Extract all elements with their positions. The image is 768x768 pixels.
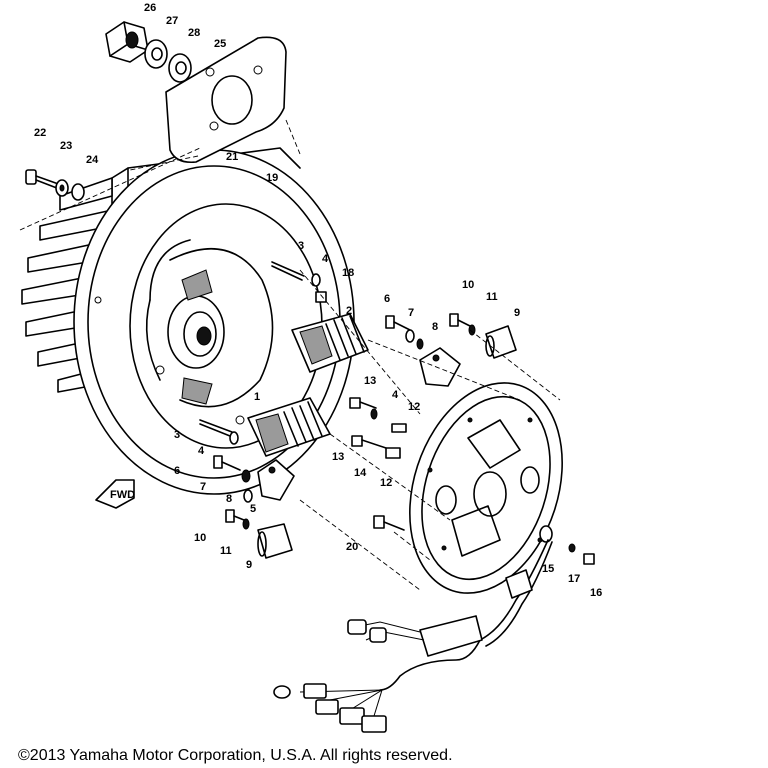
callout-12-upper: 12 [408, 401, 420, 413]
washer-24 [71, 183, 85, 201]
callout-7-lower: 7 [200, 481, 206, 493]
callout-3-lower: 3 [174, 429, 180, 441]
callout-18: 18 [342, 267, 354, 279]
callout-4-lower: 4 [198, 445, 205, 457]
callout-25: 25 [214, 38, 226, 50]
callout-5: 5 [250, 503, 256, 515]
callout-6-upper: 6 [384, 293, 390, 305]
breaker-right [419, 347, 461, 387]
front-marker-text: FWD [110, 489, 135, 501]
lock-washer [168, 53, 192, 83]
callout-3-upper: 3 [298, 240, 304, 252]
callout-21: 21 [226, 151, 238, 163]
callout-labels: 26 27 28 25 22 23 24 21 19 3 4 18 2 6 7 … [34, 2, 602, 599]
cover-plate [165, 36, 287, 164]
callout-12-lower: 12 [380, 477, 392, 489]
callout-1: 1 [254, 391, 260, 403]
callout-16: 16 [590, 587, 602, 599]
callout-10-lower: 10 [194, 532, 206, 544]
breaker-left [257, 459, 295, 501]
callout-17: 17 [568, 573, 580, 585]
callout-4-middle: 4 [392, 389, 399, 401]
callout-8-lower: 8 [226, 493, 232, 505]
washer-23 [55, 179, 69, 197]
callout-9-lower: 9 [246, 559, 252, 571]
callout-11-upper: 11 [486, 291, 498, 303]
callout-14: 14 [354, 467, 367, 479]
condenser-left [257, 523, 293, 559]
flat-washer [144, 39, 168, 69]
callout-13-upper: 13 [364, 375, 376, 387]
callout-6-lower: 6 [174, 465, 180, 477]
condenser-right [485, 325, 517, 359]
callout-9-upper: 9 [514, 307, 520, 319]
assembly-lines [19, 119, 561, 591]
callout-24: 24 [86, 154, 99, 166]
callout-26: 26 [144, 2, 156, 14]
callout-11-lower: 11 [220, 545, 232, 557]
wiring-harness [273, 539, 553, 733]
callout-23: 23 [60, 140, 72, 152]
callout-15: 15 [542, 563, 554, 575]
callout-22: 22 [34, 127, 46, 139]
callout-8-upper: 8 [432, 321, 438, 333]
flywheel-nut [105, 21, 149, 63]
coil-lower [247, 397, 331, 457]
screws-group [199, 261, 595, 565]
fwd-arrow-icon: FWD [95, 479, 135, 509]
copyright-notice: ©2013 Yamaha Motor Corporation, U.S.A. A… [18, 747, 453, 764]
callout-28: 28 [188, 27, 200, 39]
callout-20: 20 [346, 541, 358, 553]
callout-27: 27 [166, 15, 178, 27]
flywheel-rotor [21, 147, 355, 495]
callout-13-lower: 13 [332, 451, 344, 463]
stator-plate [409, 382, 563, 594]
callout-10-upper: 10 [462, 279, 474, 291]
callout-2: 2 [346, 305, 352, 317]
callout-4-upper: 4 [322, 253, 329, 265]
callout-7-upper: 7 [408, 307, 414, 319]
callout-19: 19 [266, 172, 278, 184]
